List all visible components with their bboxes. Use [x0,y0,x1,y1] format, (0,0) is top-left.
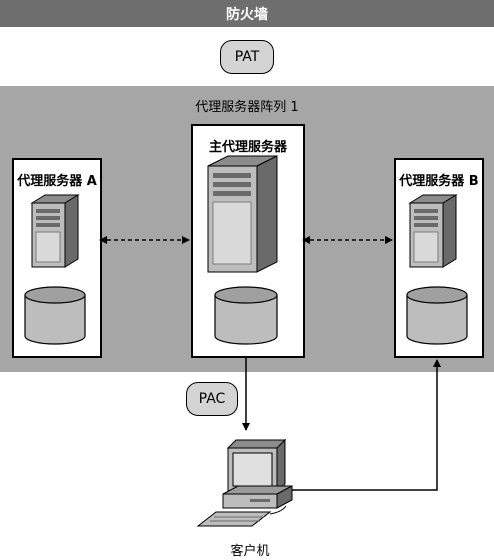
pac-label: PAC [198,391,226,407]
arrow-client-to-proxy-b [290,359,441,491]
proxy-b-cache-icon [406,286,468,345]
client-computer-icon [196,438,293,527]
client-label: 客户机 [230,544,270,559]
proxy-b-server-icon [408,194,458,268]
pac-node: PAC [186,382,238,416]
firewall-label: 防火墙 [226,6,268,23]
proxy-array-title: 代理服务器阵列 1 [195,100,299,115]
pat-node: PAT [220,40,274,74]
proxy-a-cache-icon [24,286,86,345]
proxy-b-label: 代理服务器 B [399,174,479,189]
firewall-bar: 防火墙 [0,0,494,27]
main-proxy-label: 主代理服务器 [208,140,287,155]
proxy-a-label: 代理服务器 A [17,174,97,189]
main-proxy-cache-icon [214,286,278,345]
main-proxy-server-icon [207,155,278,273]
proxy-a-server-icon [30,194,80,268]
pat-label: PAT [234,49,260,65]
